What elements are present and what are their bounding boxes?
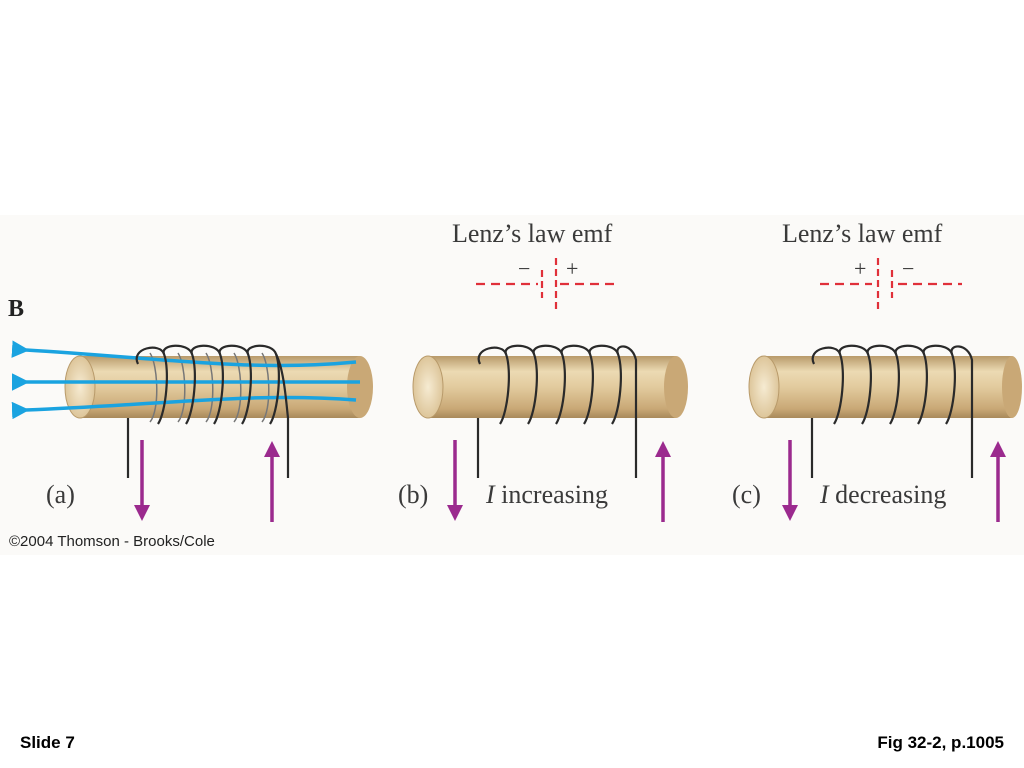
tube-far-end (1002, 356, 1022, 418)
emf-battery-symbol (476, 258, 616, 310)
current-symbol: I (819, 480, 830, 509)
current-condition-text: decreasing (835, 480, 946, 509)
tube-near-end (412, 355, 444, 419)
solenoid-tube (764, 356, 1012, 418)
slide-number: Slide 7 (20, 733, 75, 752)
panel-caption: (b) (398, 480, 428, 509)
panel-caption: (c) (732, 480, 761, 509)
copyright-notice: ©2004 Thomson - Brooks/Cole (9, 533, 215, 550)
current-symbol: I (485, 480, 496, 509)
coil-windings (810, 344, 974, 478)
coil-windings (476, 344, 638, 478)
current-arrows (447, 440, 671, 522)
current-up-arrow-head (655, 441, 671, 457)
emf-right-sign: − (902, 256, 914, 281)
current-arrows (134, 440, 280, 522)
solenoid-tube (428, 356, 676, 418)
panel-c: Lenz’s law emf + − (c) I decreasi (732, 219, 1022, 522)
coil-windings (126, 344, 290, 478)
current-down-arrow-head (782, 505, 798, 521)
emf-right-sign: + (566, 256, 578, 281)
panel-caption: (a) (46, 480, 75, 509)
emf-battery-symbol (820, 258, 962, 310)
panel-a: (a) (11, 340, 373, 522)
current-condition-text: increasing (501, 480, 608, 509)
current-down-arrow-head (134, 505, 150, 521)
panel-b: Lenz’s law emf − + (b) I increasi (398, 219, 688, 522)
current-condition-label: I decreasing (819, 480, 946, 509)
current-up-arrow-head (990, 441, 1006, 457)
current-up-arrow-head (264, 441, 280, 457)
current-down-arrow-head (447, 505, 463, 521)
field-label: B (8, 296, 24, 322)
magnetic-field-lines (11, 340, 360, 420)
emf-left-sign: − (518, 256, 530, 281)
field-line-bottom (11, 395, 357, 420)
current-condition-label: I increasing (485, 480, 608, 509)
emf-left-sign: + (854, 256, 866, 281)
tube-far-end (664, 356, 688, 418)
emf-title: Lenz’s law emf (782, 219, 943, 248)
current-arrows (782, 440, 1006, 522)
tube-far-end (347, 356, 373, 418)
field-line-top (11, 340, 357, 368)
figure-reference: Fig 32-2, p.1005 (877, 733, 1004, 752)
tube-near-end (748, 355, 780, 419)
emf-title: Lenz’s law emf (452, 219, 613, 248)
tube-near-end (64, 355, 96, 419)
